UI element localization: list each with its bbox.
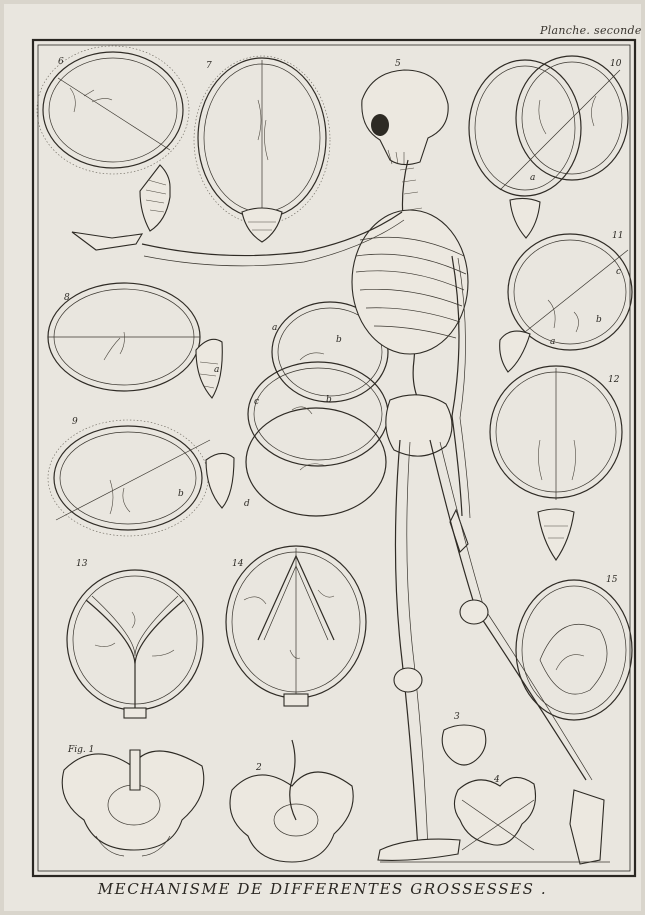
fig-2-number: 2 [255, 763, 262, 773]
fig-1-number: Fig. 1 [67, 745, 94, 755]
fig-10-number: 10 [610, 59, 622, 69]
fig-12-number: 12 [608, 375, 620, 385]
figure-10-twin-uterus [469, 56, 628, 238]
letter-b-center-1: b [336, 335, 342, 345]
figure-7-uterus-vertical [194, 56, 330, 242]
fig-13-number: 13 [76, 559, 88, 569]
figure-2-pelvis [230, 740, 353, 862]
letter-c-fig11: c [616, 267, 621, 277]
letter-c-center: c [254, 397, 259, 407]
fig-15-number: 15 [606, 575, 618, 585]
fig-7-number: 7 [206, 61, 212, 71]
fig-14-number: 14 [232, 559, 244, 569]
fig-11-number: 11 [612, 231, 623, 241]
figure-14-uterus [226, 546, 366, 706]
figure-12-uterus [490, 366, 622, 560]
figure-13-uterus [67, 570, 203, 718]
figure-6-uterus-oblique [37, 46, 189, 231]
fig-4-number: 4 [493, 775, 500, 785]
figure-3-small-pelvis [442, 725, 486, 765]
letter-b-fig11: b [596, 315, 602, 325]
letter-b-fig9: b [178, 489, 184, 499]
letter-a-fig8: a [214, 365, 219, 375]
plate-number-label: Planche. seconde [540, 24, 642, 37]
fig-5-number: 5 [395, 59, 401, 69]
fig-3-number: 3 [454, 712, 460, 722]
letter-a-center: a [272, 323, 277, 333]
overlapping-uteri-group [246, 302, 388, 516]
figure-15-uterus [516, 580, 632, 720]
figure-numbers: Fig. 1 2 3 4 5 6 7 8 9 10 11 12 13 14 15 [58, 57, 623, 785]
letter-d-center: d [244, 499, 250, 509]
letter-a-fig10: a [530, 173, 535, 183]
letter-a-fig11: a [550, 337, 555, 347]
figure-1-pelvis [62, 750, 204, 856]
figure-4-pelvis-outline [454, 777, 535, 850]
letter-b-center-2: b [326, 395, 332, 405]
figure-11-uterus [500, 234, 632, 372]
plate-title: MECHANISME DE DIFFERENTES GROSSESSES . [0, 880, 645, 898]
fig-9-number: 9 [72, 417, 78, 427]
inner-border [38, 45, 630, 871]
figure-9-uterus [48, 420, 234, 536]
figure-8-uterus [48, 283, 222, 398]
fig-6-number: 6 [58, 57, 64, 67]
fig-8-number: 8 [64, 293, 70, 303]
